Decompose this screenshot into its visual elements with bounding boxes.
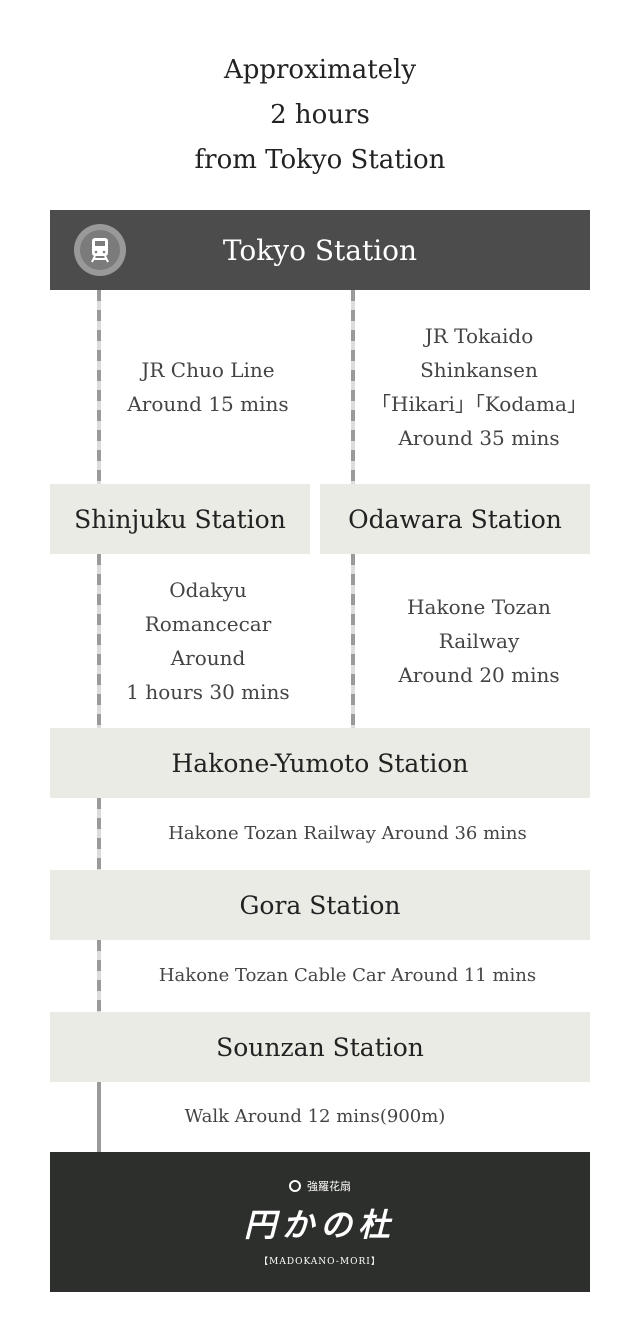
title-line: 2 hours (270, 100, 370, 130)
brand-name: 円かの杜 (243, 1206, 396, 1244)
segment-yumoto-gora: Hakone Tozan Railway Around 36 mins (168, 823, 527, 844)
train-icon (74, 224, 126, 276)
crest-icon (289, 1180, 301, 1192)
destination-logo: 強羅花扇 円かの杜 【MADOKANO-MORI】 (50, 1152, 590, 1292)
route-line (97, 940, 101, 1012)
origin-station-header: Tokyo Station (50, 210, 590, 290)
brand-top: 強羅花扇 (307, 1180, 351, 1193)
station-gora: Gora Station (50, 870, 590, 940)
segment-cable-car: Hakone Tozan Cable Car Around 11 mins (158, 965, 537, 986)
page-title: Approximately 2 hours from Tokyo Station (0, 48, 640, 183)
title-line: from Tokyo Station (194, 145, 446, 175)
route-line (97, 798, 101, 870)
station-odawara: Odawara Station (320, 484, 590, 554)
walk-line (97, 1082, 101, 1152)
station-sounzan: Sounzan Station (50, 1012, 590, 1082)
segment-walk: Walk Around 12 mins(900m) (184, 1106, 446, 1127)
route-line-left (97, 290, 101, 484)
origin-station-name: Tokyo Station (222, 233, 418, 267)
route-line-right (351, 290, 355, 484)
station-hakone-yumoto: Hakone-Yumoto Station (50, 728, 590, 798)
route-line-left (97, 554, 101, 728)
station-shinjuku: Shinjuku Station (50, 484, 310, 554)
brand-romaji: 【MADOKANO-MORI】 (259, 1257, 381, 1267)
route-line-right (351, 554, 355, 728)
title-line: Approximately (223, 55, 417, 85)
